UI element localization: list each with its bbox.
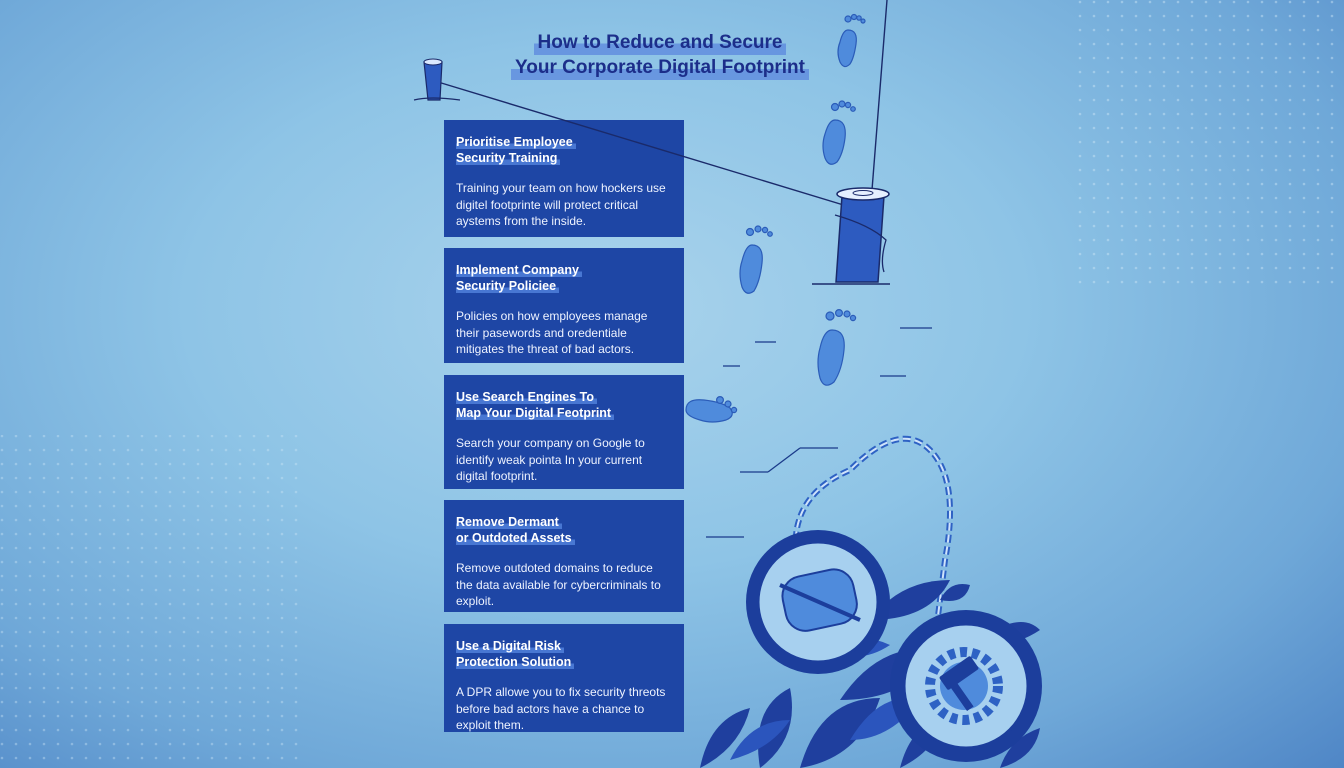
card-heading: Prioritise Employee Security Training xyxy=(456,134,672,166)
card-heading-line-2: Protection Solution xyxy=(456,655,575,669)
card-heading-line-2: Map Your Digital Feotprint xyxy=(456,406,615,420)
footprint-icon xyxy=(837,13,866,68)
rope-line xyxy=(871,0,888,191)
card-heading: Implement Company Security Policiee xyxy=(456,262,672,294)
footprint-icon xyxy=(685,396,738,423)
footprint-icon xyxy=(822,100,856,165)
title-line-2: Your Corporate Digital Footprint xyxy=(511,55,809,80)
title-line-1: How to Reduce and Secure xyxy=(533,30,787,55)
tip-card-1: Prioritise Employee Security Training Tr… xyxy=(444,120,684,237)
card-heading-line-2: or Outdoted Assets xyxy=(456,531,575,545)
card-heading-line-2: Security Policiee xyxy=(456,279,560,293)
tip-card-2: Implement Company Security Policiee Poli… xyxy=(444,248,684,363)
rope-post-icon xyxy=(812,187,890,285)
footprint-icon xyxy=(739,225,773,294)
tip-card-3: Use Search Engines To Map Your Digital F… xyxy=(444,375,684,489)
motion-lines xyxy=(706,327,932,538)
card-heading-line-1: Implement Company xyxy=(456,263,582,277)
card-heading-line-1: Use Search Engines To xyxy=(456,390,598,404)
tip-card-5: Use a Digital Risk Protection Solution A… xyxy=(444,624,684,732)
page-title: How to Reduce and Secure Your Corporate … xyxy=(430,30,890,80)
rope-post-icon xyxy=(413,58,461,101)
card-body: Training your team on how hockers use di… xyxy=(456,181,666,228)
footprint-icon xyxy=(817,309,857,386)
card-body: Policies on how employees manage their p… xyxy=(456,309,648,356)
gear-badge-icon xyxy=(746,530,890,674)
card-body: A DPR allowe you to fix security threots… xyxy=(456,685,666,732)
card-heading: Remove Dermant or Outdoted Assets xyxy=(456,514,672,546)
card-heading-line-1: Remove Dermant xyxy=(456,515,562,529)
card-body: Search your company on Google to identif… xyxy=(456,436,645,483)
card-heading: Use Search Engines To Map Your Digital F… xyxy=(456,389,672,421)
gear-badge-icon xyxy=(890,610,1042,762)
card-heading-line-2: Security Training xyxy=(456,151,561,165)
card-body: Remove outdoted domains to reduce the da… xyxy=(456,561,661,608)
card-heading: Use a Digital Risk Protection Solution xyxy=(456,638,672,670)
chain-icon xyxy=(794,437,951,641)
card-heading-line-1: Prioritise Employee xyxy=(456,135,576,149)
card-heading-line-1: Use a Digital Risk xyxy=(456,639,564,653)
tip-card-4: Remove Dermant or Outdoted Assets Remove… xyxy=(444,500,684,612)
hammer-icon xyxy=(939,656,979,712)
rope-line xyxy=(437,81,861,211)
